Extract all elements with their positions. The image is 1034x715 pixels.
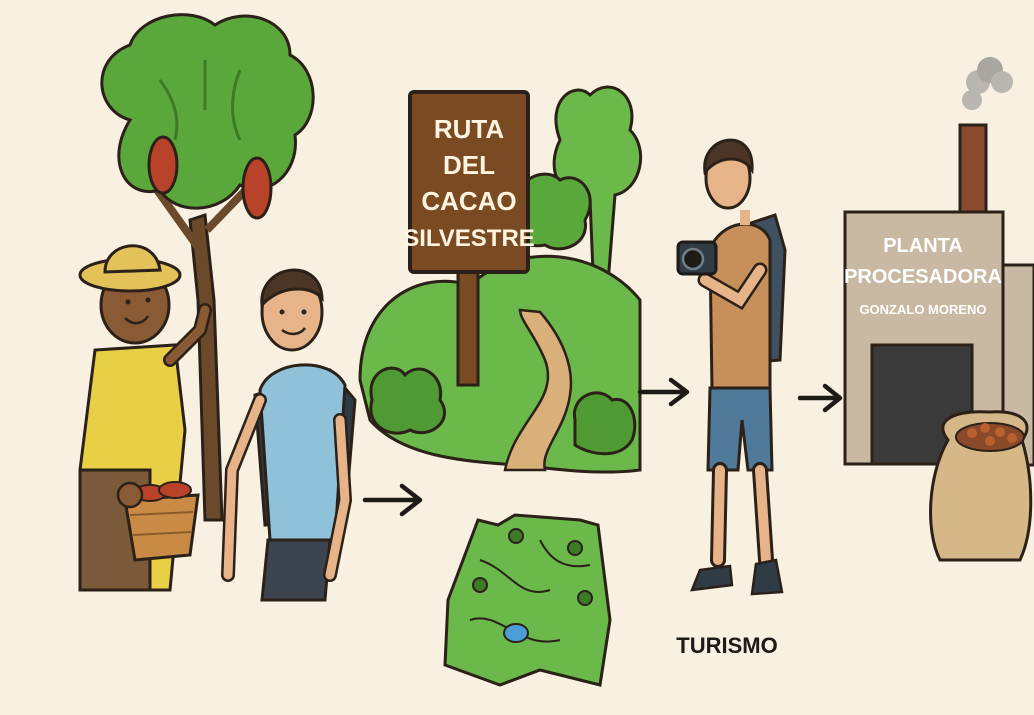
sign-line-1: RUTA [434,114,505,144]
factory-door [870,343,974,466]
panel-factory: PLANTA PROCESADORA GONZALO MORENO [843,57,1034,562]
sign-line-2: DEL [443,150,495,180]
trail-sign: RUTA DEL CACAO SILVESTRE [403,90,535,387]
cacao-pod-left [147,135,179,195]
cacao-sack [929,410,1033,562]
tourist [676,138,787,596]
panel-farm [78,13,357,602]
cacao-tree [100,13,315,522]
trail-path [503,308,573,472]
sign-line-3: CACAO [421,186,516,216]
right-arrow-icon [637,377,690,407]
tourism-label: TURISMO [676,633,777,658]
panel-trail: RUTA DEL CACAO SILVESTRE [358,85,643,687]
cacao-pod-right [241,156,273,220]
cacao-basket [116,481,200,562]
factory-line-2: PROCESADORA [844,266,1002,288]
sign-line-4: SILVESTRE [403,225,535,252]
factory-chimney [958,123,988,222]
factory-line-3: GONZALO MORENO [859,302,986,317]
farmer [78,244,212,592]
right-arrow-icon [362,483,423,517]
map-icon [443,513,612,687]
hiker [221,268,357,602]
factory-line-1: PLANTA [883,235,963,257]
smoke [962,57,1013,110]
right-arrow-icon [797,383,843,413]
camera-icon [676,240,718,276]
panel-tourism: TURISMO [676,138,787,658]
